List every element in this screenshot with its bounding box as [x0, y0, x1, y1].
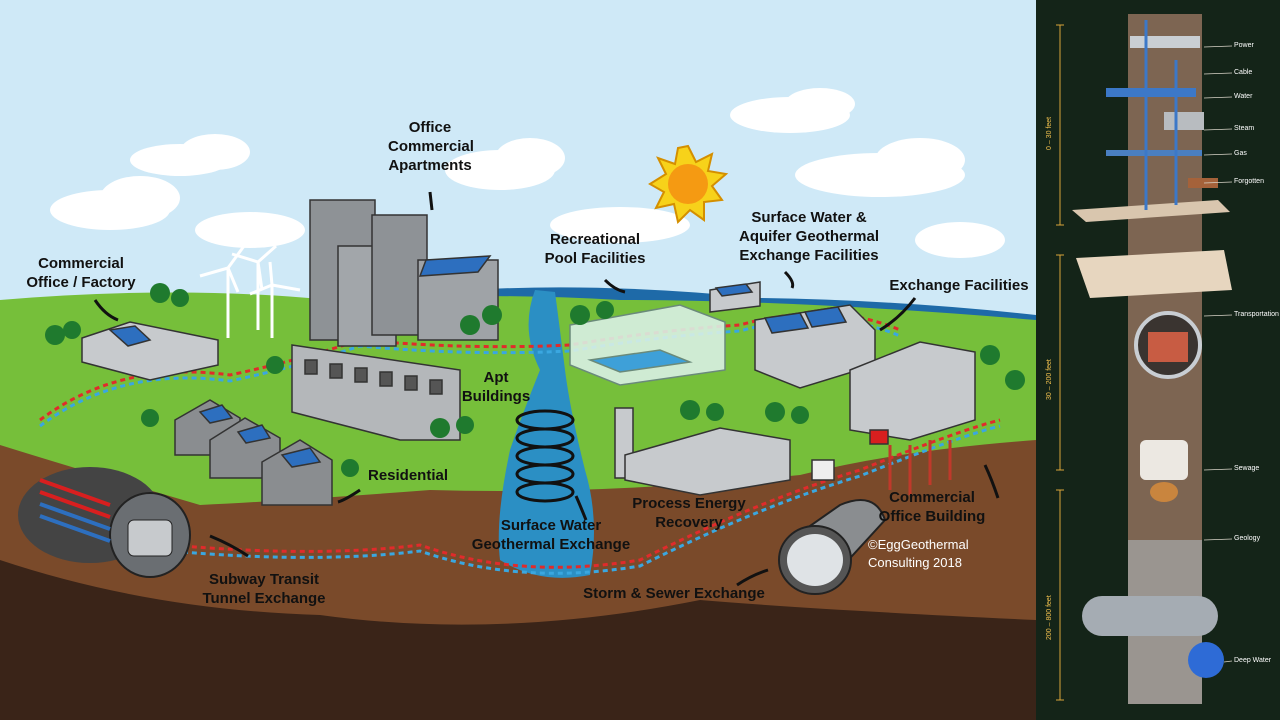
pipe-network	[39, 312, 1001, 575]
process-energy-building	[614, 407, 835, 496]
subway-tunnel	[18, 467, 191, 578]
column-label-transportation: Transportation	[1234, 311, 1279, 318]
exchange-facilities	[754, 304, 876, 389]
geothermal-city-illustration	[0, 0, 1036, 720]
column-label-water: Water	[1234, 93, 1253, 100]
label-subway-transit: Subway Transit Tunnel Exchange	[202, 571, 326, 607]
clouds	[50, 88, 1005, 258]
commercial-office-building	[849, 341, 976, 495]
lower-platform	[1076, 250, 1232, 298]
label-surface-water-exchange: Surface Water Geothermal Exchange	[471, 517, 631, 553]
storm-sewer-tunnel	[778, 499, 887, 595]
exchange-hut	[709, 281, 761, 313]
upper-platform	[1072, 200, 1230, 222]
column-label-forgotten: Forgotten	[1234, 178, 1264, 185]
deep-water-main	[1082, 596, 1218, 636]
residential-houses	[174, 399, 333, 506]
utility-pipes	[1106, 20, 1218, 210]
greenhouse-pool	[569, 304, 726, 386]
column-label-steam: Steam	[1234, 125, 1255, 132]
copyright-text: ©EggGeothermal Consulting 2018	[868, 537, 969, 570]
wind-turbines	[199, 244, 301, 338]
column-label-geology: Geology	[1234, 535, 1261, 542]
pointer-arrows	[93, 191, 1000, 587]
label-recreational-pool: Recreational Pool Facilities	[544, 231, 646, 267]
surface-water-coil	[515, 409, 575, 503]
apt-buildings	[291, 344, 461, 441]
label-exchange-facilities: Exchange Facilities	[889, 277, 1029, 294]
river	[498, 290, 594, 578]
label-commercial-office-factory: Commercial Office / Factory	[26, 255, 136, 291]
label-commercial-office-building: Commercial Office Building	[878, 489, 986, 525]
office-towers	[309, 199, 499, 347]
label-office-commercial-apartments: Office Commercial Apartments	[388, 119, 474, 174]
depth-band-30-200: 30 – 200 feet	[1046, 359, 1053, 400]
commercial-factory	[81, 321, 219, 381]
depth-band-200-800: 200 – 800 feet	[1046, 595, 1053, 640]
column-label-deep-water: Deep Water	[1234, 657, 1272, 664]
column-label-cable: Cable	[1234, 69, 1253, 76]
label-storm-sewer: Storm & Sewer Exchange	[583, 585, 765, 602]
column-label-sewage: Sewage	[1234, 465, 1260, 472]
label-process-energy-recovery: Process Energy Recovery	[632, 495, 746, 531]
column-label-power: Power	[1234, 42, 1254, 49]
label-surface-water-aquifer: Surface Water & Aquifer Geothermal Excha…	[738, 209, 880, 264]
column-label-gas: Gas	[1234, 150, 1247, 157]
sewage-chamber	[1140, 440, 1188, 480]
label-apt-buildings: Apt Buildings	[461, 369, 531, 405]
utility-depth-column	[1036, 0, 1280, 720]
trees	[45, 283, 1025, 477]
depth-band-0-30: 0 – 30 feet	[1046, 116, 1053, 150]
sun	[648, 144, 729, 224]
label-residential: Residential	[367, 467, 449, 484]
